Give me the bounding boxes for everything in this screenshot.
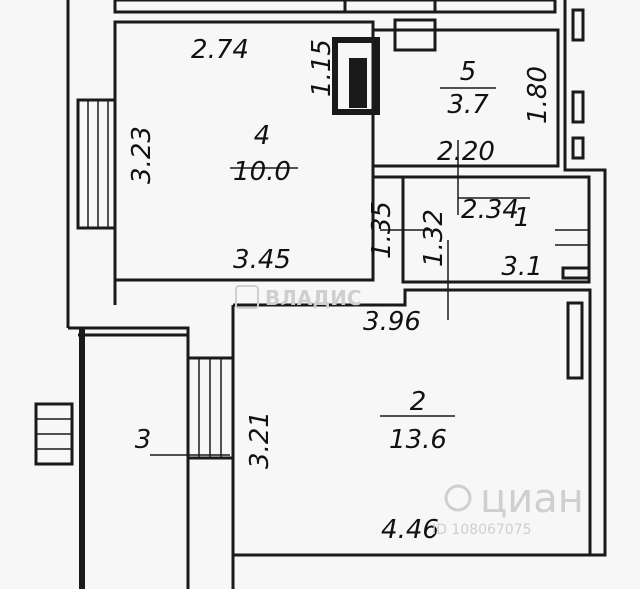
window-right-1 xyxy=(571,8,585,42)
room-2-walls xyxy=(233,288,592,555)
dim-3-96: 3.96 xyxy=(363,307,421,337)
window-right-3 xyxy=(571,136,585,160)
room-5-area: 3.7 xyxy=(447,90,489,120)
shaft xyxy=(332,37,380,115)
window-frame xyxy=(566,301,584,380)
dim-2-34: 2.34 xyxy=(461,195,519,225)
vladis-watermark-text: ВЛАДИС xyxy=(265,286,362,310)
room-3-number: 3 xyxy=(135,425,152,455)
room-4-number: 4 xyxy=(254,121,271,151)
dim-1-80: 1.80 xyxy=(523,66,553,124)
bath xyxy=(561,266,591,280)
room-4-area: 10.0 xyxy=(233,157,291,187)
dim-2-20: 2.20 xyxy=(437,137,495,167)
room-2-number: 2 xyxy=(410,387,427,417)
room-5-number: 5 xyxy=(460,57,477,87)
room-2-area: 13.6 xyxy=(389,425,447,455)
room-3-walls xyxy=(82,326,190,589)
room-1-area: 3.1 xyxy=(501,252,542,282)
cian-watermark-id: ID 108067075 xyxy=(432,522,532,538)
window-balcony xyxy=(186,356,235,460)
window-left-top xyxy=(76,98,117,230)
top-strip xyxy=(113,0,557,14)
dim-3-23: 3.23 xyxy=(127,126,157,184)
outer-wall-right xyxy=(231,0,607,589)
room-1-number: 1 xyxy=(514,203,531,233)
dim-3-45: 3.45 xyxy=(233,245,291,275)
cian-watermark-text: циан xyxy=(480,476,584,522)
dim-1-35: 1.35 xyxy=(367,201,397,259)
room-5-walls xyxy=(371,28,560,168)
niche xyxy=(393,18,437,52)
dim-3-21: 3.21 xyxy=(245,411,275,469)
cian-watermark: циан ID 108067075 xyxy=(432,476,584,538)
window-right-2 xyxy=(571,90,585,124)
dim-1-15: 1.15 xyxy=(307,39,337,97)
vladis-watermark: ВЛАДИС xyxy=(235,285,362,310)
dim-2-74: 2.74 xyxy=(191,35,249,65)
shaft-fill xyxy=(349,58,367,108)
dim-1-32: 1.32 xyxy=(419,209,449,267)
window-balcony-left xyxy=(34,402,74,466)
dim-4-46: 4.46 xyxy=(381,515,439,545)
